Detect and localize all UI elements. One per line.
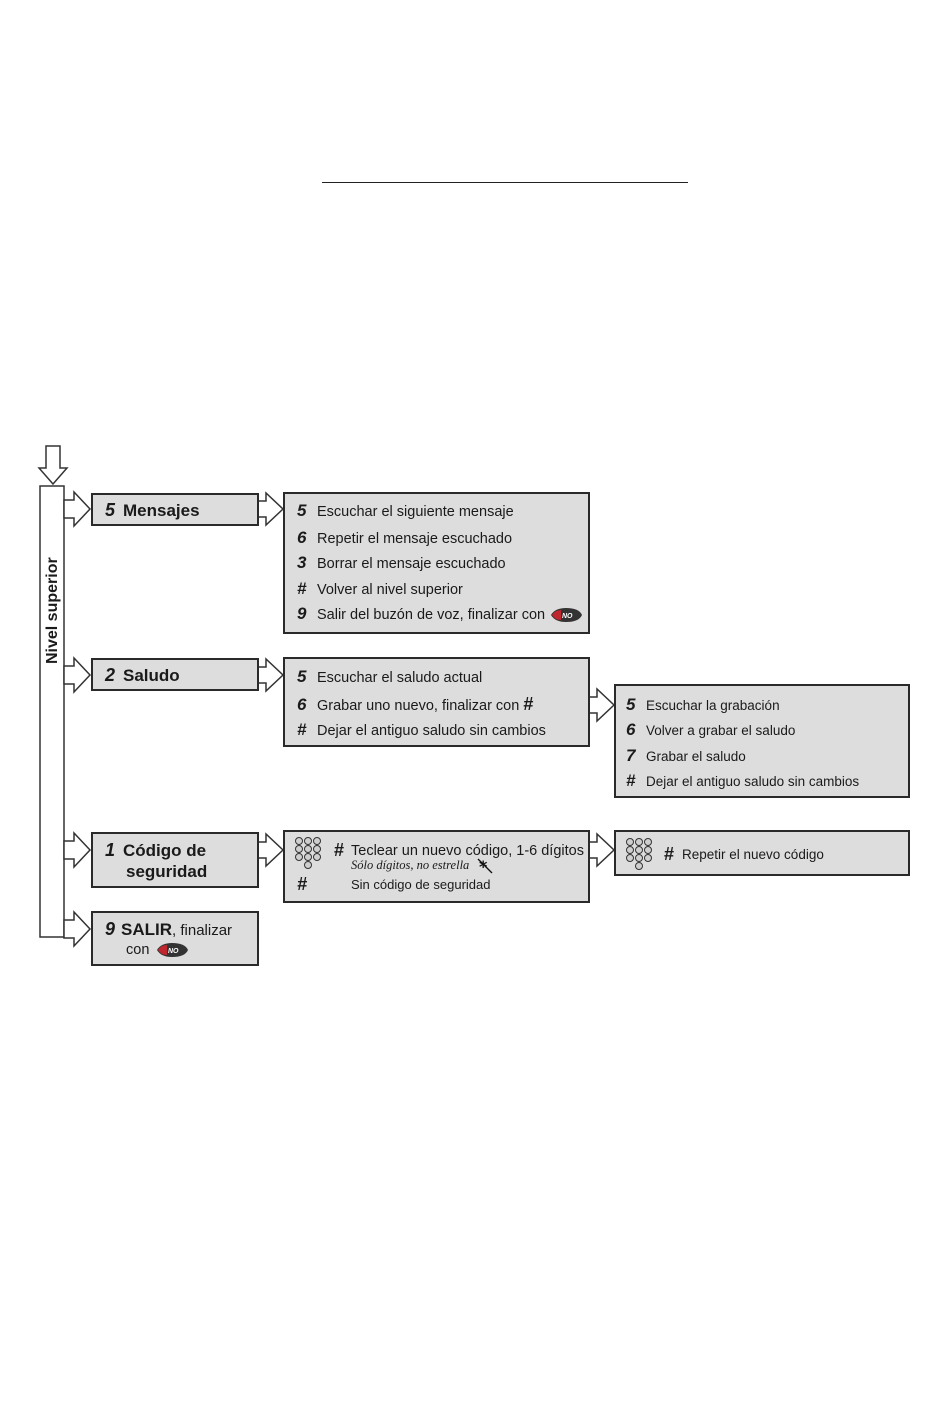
arrow-to-salir xyxy=(63,910,92,948)
option-item[interactable]: #Volver al nivel superior xyxy=(297,579,463,598)
arrow-saludo-options xyxy=(257,657,285,693)
svg-text:*: * xyxy=(479,858,488,874)
menu-saludo-key: 2 xyxy=(105,665,116,685)
no-code-key: # xyxy=(297,874,308,894)
star-crossed-icon: * xyxy=(477,858,493,874)
menu-salir-key: 9 xyxy=(105,919,116,939)
arrow-mensajes-options xyxy=(257,491,285,527)
repeat-code-box: # Repetir el nuevo código xyxy=(614,830,910,876)
level-bar xyxy=(39,485,65,938)
menu-codigo[interactable]: 1 Código de seguridad xyxy=(91,832,259,888)
menu-codigo-label: Código de xyxy=(123,841,207,860)
new-code-option[interactable]: Teclear un nuevo código, 1-6 dígitos xyxy=(351,843,584,859)
menu-saludo-label: Saludo xyxy=(123,666,180,685)
menu-saludo[interactable]: 2 Saludo xyxy=(91,658,259,691)
keypad-icon xyxy=(626,838,654,874)
option-item[interactable]: #Dejar el antiguo saludo sin cambios xyxy=(626,771,860,790)
keypad-icon xyxy=(295,837,323,873)
level-label: Nivel superior xyxy=(44,557,61,664)
menu-salir-label: SALIR xyxy=(121,920,173,939)
codigo-options-box: # Teclear un nuevo código, 1-6 dígitos S… xyxy=(283,830,590,903)
arrow-codigo-repeat xyxy=(588,832,616,868)
arrow-to-codigo xyxy=(63,831,92,869)
menu-codigo-label-2: seguridad xyxy=(126,862,208,881)
header-rule xyxy=(322,182,688,183)
no-code-option[interactable]: Sin código de seguridad xyxy=(351,877,491,892)
menu-mensajes-key: 5 xyxy=(105,500,116,520)
digits-note: Sólo dígitos, no estrella xyxy=(351,858,470,872)
entry-arrow xyxy=(37,445,69,486)
option-item[interactable]: #Dejar el antiguo saludo sin cambios xyxy=(297,720,546,739)
hash-key: # xyxy=(334,840,345,860)
hash-key: # xyxy=(664,844,675,864)
end-call-button-icon: NO xyxy=(551,608,583,623)
menu-salir[interactable]: 9 SALIR, finalizar con NO xyxy=(91,911,259,966)
arrow-to-mensajes xyxy=(63,490,92,528)
arrow-to-saludo xyxy=(63,656,92,694)
end-call-button-icon: NO xyxy=(157,943,189,958)
end-button-label: NO xyxy=(168,948,179,955)
repeat-code-option[interactable]: Repetir el nuevo código xyxy=(682,847,824,862)
menu-salir-label-2: con xyxy=(126,942,150,958)
menu-mensajes-label: Mensajes xyxy=(123,501,200,520)
menu-salir-label-rest: , finalizar xyxy=(172,922,233,939)
svg-text:NO: NO xyxy=(562,613,573,620)
menu-mensajes[interactable]: 5 Mensajes xyxy=(91,493,259,526)
arrow-codigo-options xyxy=(257,832,285,868)
arrow-saludo-grabacion xyxy=(588,687,616,723)
menu-codigo-key: 1 xyxy=(105,840,116,860)
